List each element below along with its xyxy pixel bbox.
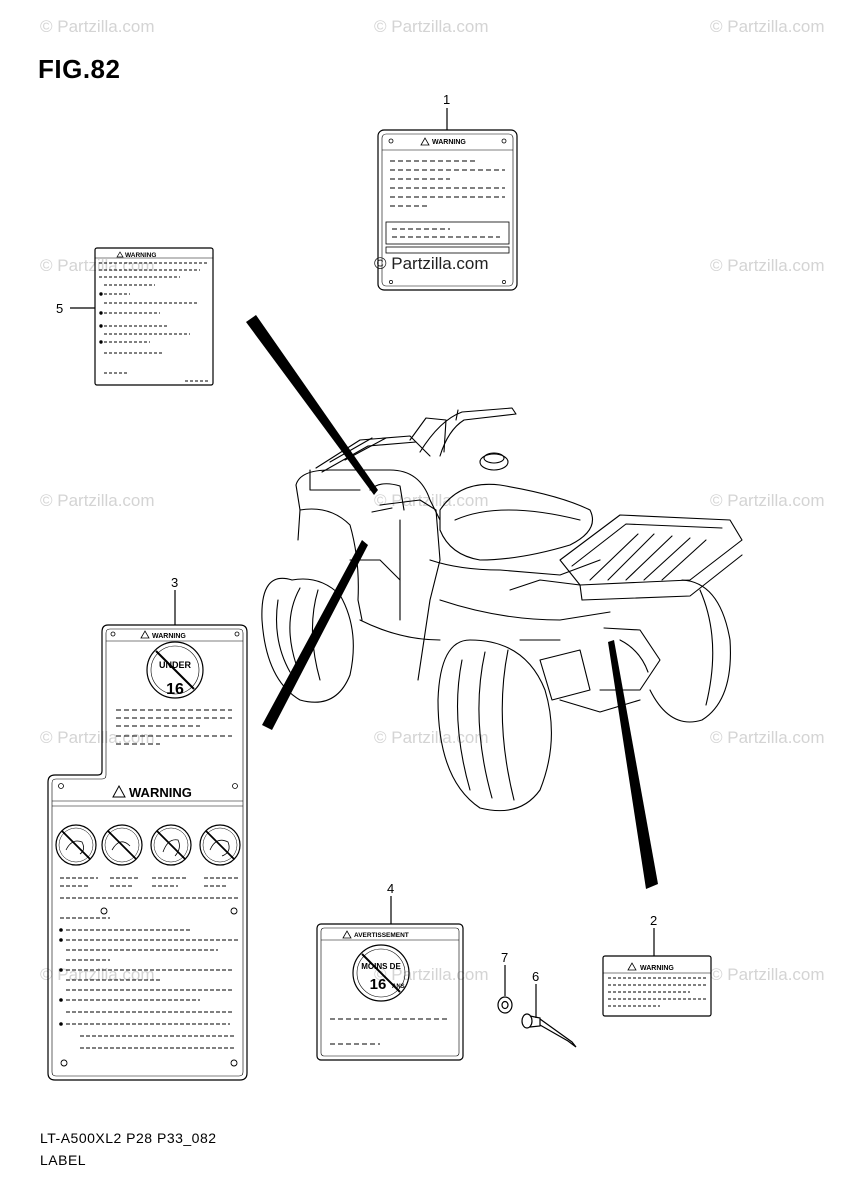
label-2-warning-text: WARNING bbox=[640, 965, 674, 972]
callout-3: 3 bbox=[171, 575, 178, 590]
callout-4: 4 bbox=[387, 881, 394, 896]
watermark: © Partzilla.com bbox=[710, 256, 825, 275]
label-3-age-text: 16 bbox=[166, 681, 184, 698]
watermark: © Partzilla.com bbox=[374, 491, 489, 510]
watermark: © Partzilla.com bbox=[710, 17, 825, 36]
watermark: © Partzilla.com bbox=[374, 965, 489, 984]
pointer-wedge bbox=[246, 315, 378, 495]
figure-title: FIG.82 bbox=[38, 54, 121, 84]
model-code: LT-A500XL2 P28 P33_082 bbox=[40, 1130, 217, 1146]
watermark: © Partzilla.com bbox=[710, 491, 825, 510]
label-4-age-text: 16 bbox=[370, 976, 387, 993]
label-4[interactable] bbox=[316, 923, 464, 1061]
center-watermark: © Partzilla.com bbox=[374, 254, 489, 273]
label-3-warning-large-text: WARNING bbox=[129, 785, 192, 800]
callout-7: 7 bbox=[501, 950, 508, 965]
label-3-under-text: UNDER bbox=[159, 660, 192, 670]
label-5[interactable] bbox=[94, 247, 214, 386]
callout-1: 1 bbox=[443, 92, 450, 107]
callout-5: 5 bbox=[56, 301, 63, 316]
label-3[interactable] bbox=[47, 624, 248, 1081]
pointer-wedge bbox=[608, 640, 658, 889]
rivet-6[interactable] bbox=[521, 1013, 577, 1048]
callout-6: 6 bbox=[532, 969, 539, 984]
label-4-avertissement-text: AVERTISSEMENT bbox=[354, 932, 409, 939]
label-5-warning-text: WARNING bbox=[125, 252, 156, 259]
pointer-wedge bbox=[262, 540, 368, 730]
watermark: © Partzilla.com bbox=[40, 728, 155, 747]
watermark: © Partzilla.com bbox=[710, 965, 825, 984]
washer-7[interactable] bbox=[497, 996, 513, 1014]
label-1-warning-text: WARNING bbox=[432, 139, 466, 146]
callout-2: 2 bbox=[650, 913, 657, 928]
atv-drawing bbox=[261, 407, 743, 812]
label-3-warning-text: WARNING bbox=[152, 633, 186, 640]
label-2[interactable] bbox=[602, 955, 712, 1017]
label-4-moins-de-text: MOINS DE bbox=[361, 962, 401, 971]
watermark: © Partzilla.com bbox=[40, 17, 155, 36]
watermark: © Partzilla.com bbox=[40, 491, 155, 510]
watermark: © Partzilla.com bbox=[710, 728, 825, 747]
label-4-ans-text: ANS bbox=[392, 984, 405, 990]
watermark: © Partzilla.com bbox=[374, 17, 489, 36]
caption: LABEL bbox=[40, 1152, 87, 1168]
